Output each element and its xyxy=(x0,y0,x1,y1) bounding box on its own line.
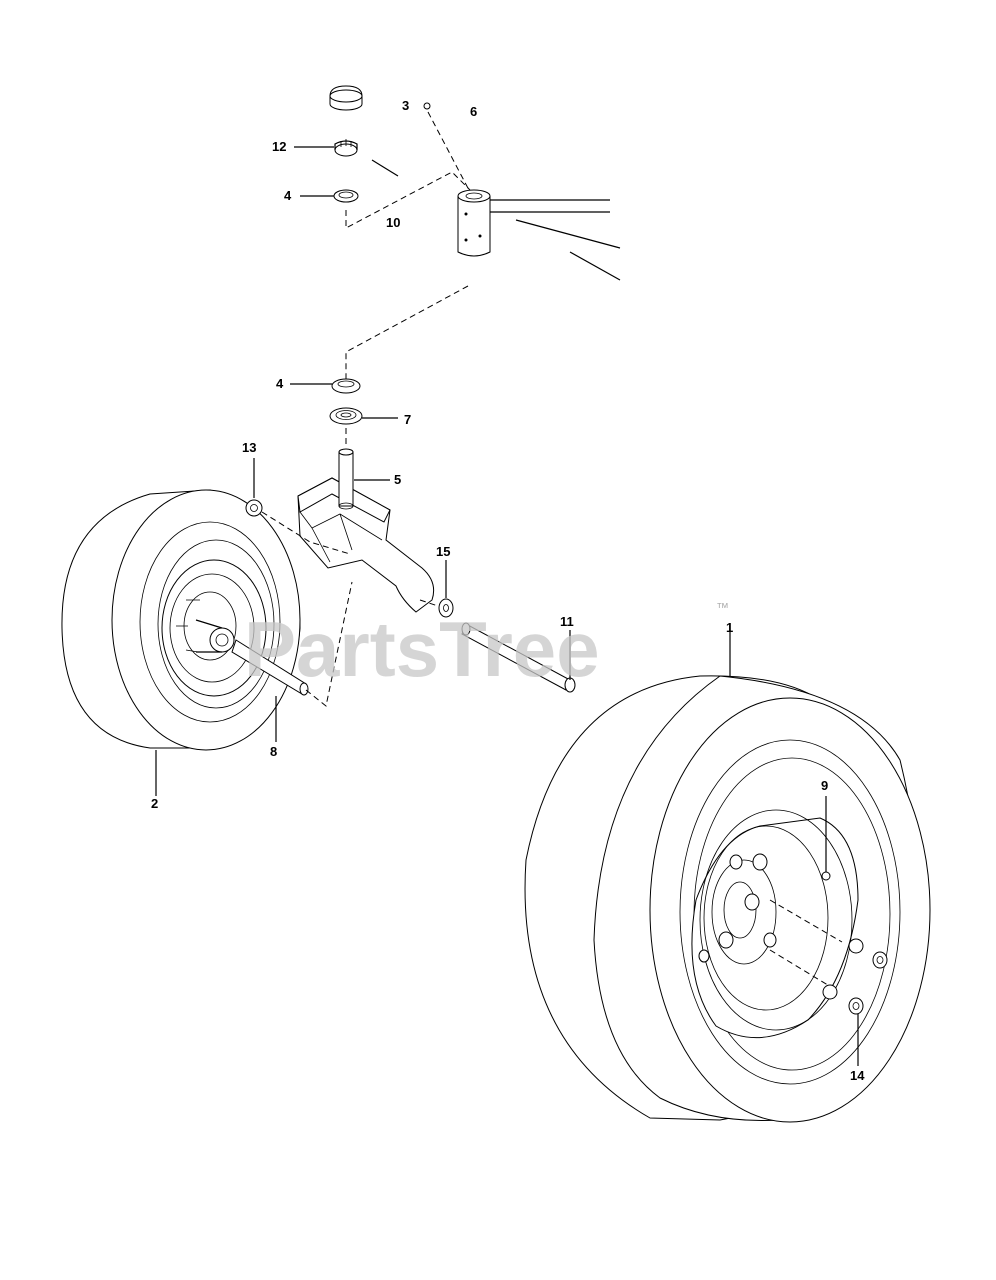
callout-14: 14 xyxy=(850,1068,865,1083)
callout-9: 9 xyxy=(821,778,828,793)
callout-5: 5 xyxy=(394,472,401,487)
watermark-brand: PartsTree xyxy=(244,605,600,693)
callout-13: 13 xyxy=(242,440,256,455)
dust-cap xyxy=(329,85,363,111)
callout-10: 10 xyxy=(386,215,400,230)
spacer-13 xyxy=(245,499,263,517)
explode-line-fitting xyxy=(427,111,471,193)
washer-15 xyxy=(438,598,454,618)
callout-7: 7 xyxy=(404,412,411,427)
callout-2: 2 xyxy=(151,796,158,811)
callout-1: 1 xyxy=(726,620,733,635)
cotter-pin xyxy=(371,159,399,177)
valve-stem xyxy=(821,871,831,881)
callout-11: 11 xyxy=(560,614,574,629)
bearing-lower xyxy=(331,378,361,394)
watermark-trademark: ™ xyxy=(716,600,729,615)
small-wheel xyxy=(61,489,301,751)
caster-tube xyxy=(457,189,491,257)
explode-line-axle xyxy=(305,581,353,707)
explode-line-mid xyxy=(345,285,469,380)
lug-nuts xyxy=(769,899,888,1015)
bearing-top xyxy=(333,189,359,203)
castle-nut xyxy=(334,139,358,157)
callout-3: 3 xyxy=(402,98,409,113)
caster-fork xyxy=(297,448,435,613)
callout-4b: 4 xyxy=(276,376,284,391)
large-wheel xyxy=(524,675,931,1123)
grease-fitting xyxy=(423,102,431,110)
callout-6: 6 xyxy=(470,104,477,119)
explode-line-top xyxy=(345,171,471,229)
callout-4a: 4 xyxy=(284,188,292,203)
bearing xyxy=(329,407,363,425)
callout-12: 12 xyxy=(272,139,286,154)
callout-8: 8 xyxy=(270,744,277,759)
frame-arm xyxy=(490,199,621,281)
callout-15: 15 xyxy=(436,544,450,559)
explode-line-spacer xyxy=(261,511,351,555)
leader-lines xyxy=(155,146,859,1066)
axle-bolt xyxy=(231,639,309,696)
